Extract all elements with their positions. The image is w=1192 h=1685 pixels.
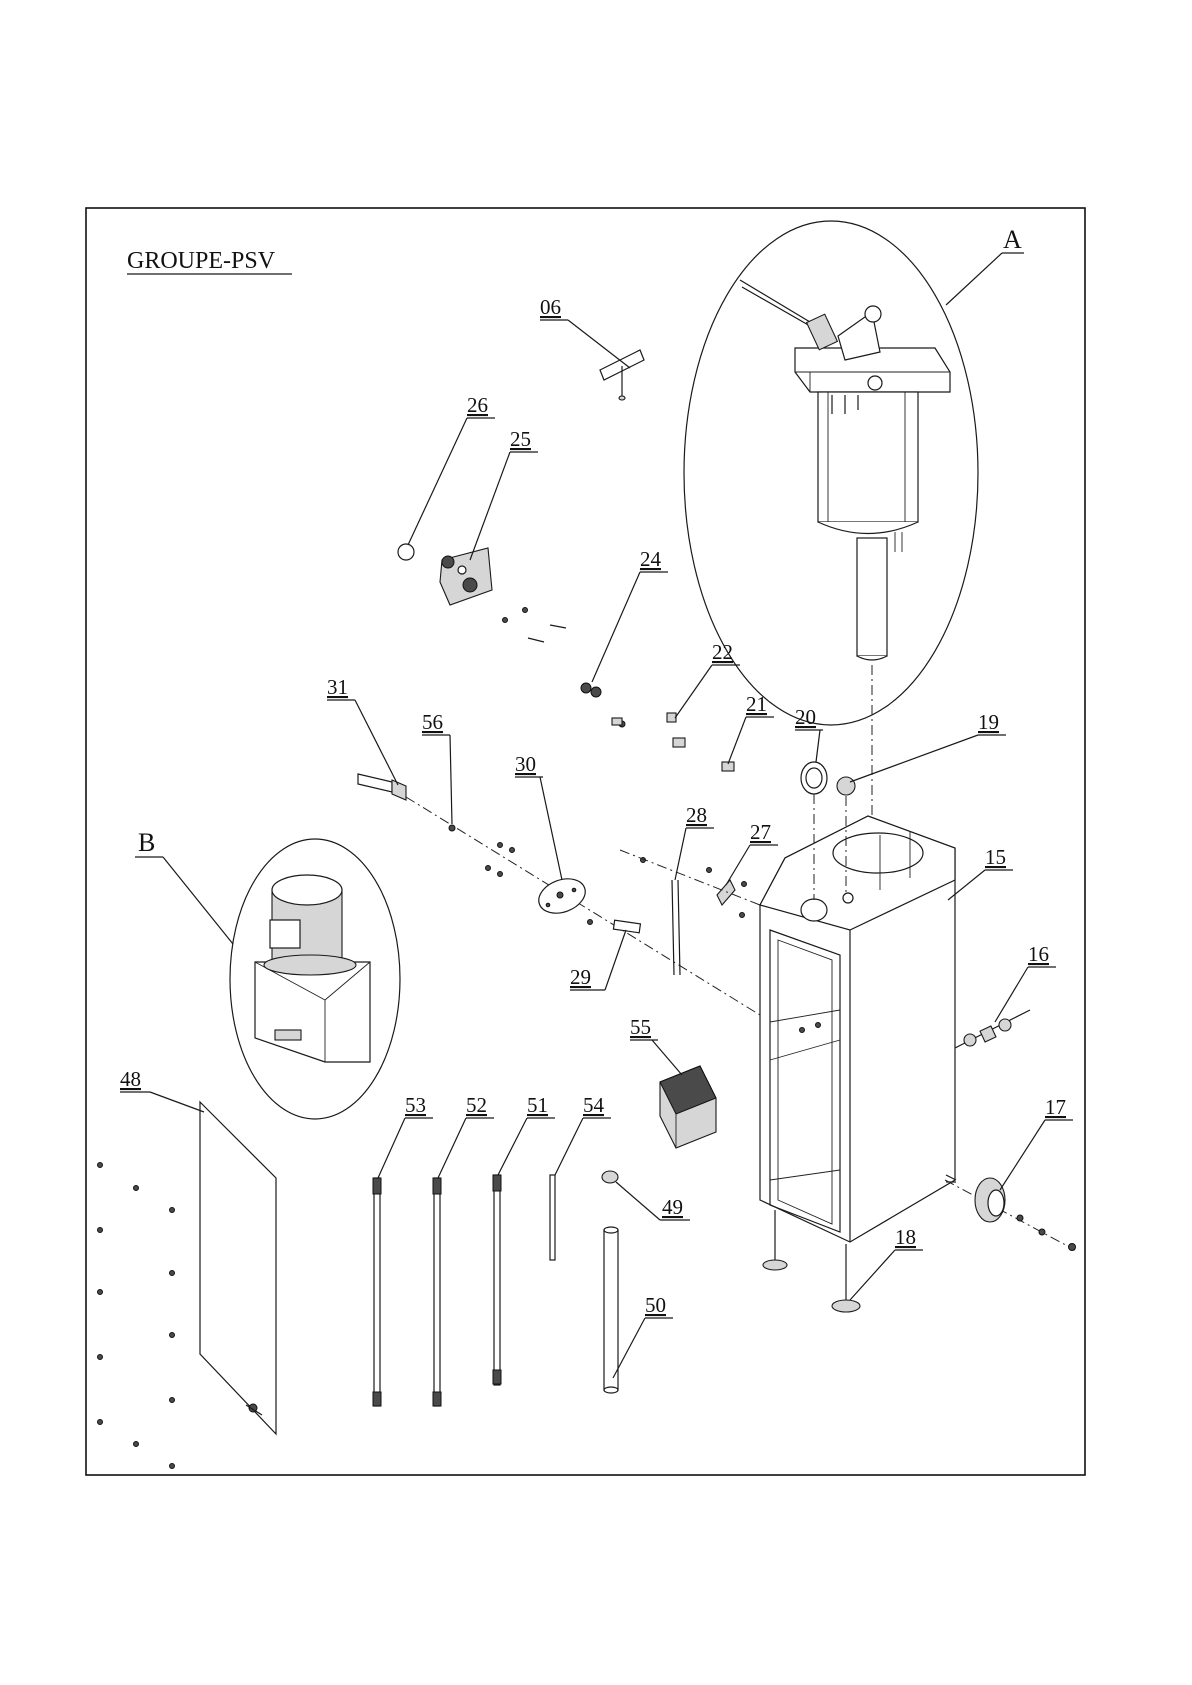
svg-text:50: 50 bbox=[645, 1293, 666, 1317]
fitting-16 bbox=[955, 1010, 1030, 1048]
callout-20: 20 bbox=[795, 705, 823, 762]
callout-53: 53 bbox=[378, 1093, 433, 1178]
panel-48 bbox=[98, 1102, 277, 1469]
wheel-17 bbox=[945, 1178, 1076, 1251]
svg-text:20: 20 bbox=[795, 705, 816, 729]
callout-30: 30 bbox=[515, 752, 562, 880]
detail-b-label: B bbox=[138, 828, 155, 857]
callout-49: 49 bbox=[616, 1182, 690, 1220]
tank-frame-15 bbox=[760, 816, 956, 1242]
svg-text:52: 52 bbox=[466, 1093, 487, 1117]
callout-52: 52 bbox=[438, 1093, 494, 1178]
t-handle-06 bbox=[600, 350, 644, 400]
callout-31: 31 bbox=[327, 675, 398, 785]
rod-28 bbox=[641, 858, 681, 976]
tie-rod-53 bbox=[373, 1178, 381, 1406]
svg-text:30: 30 bbox=[515, 752, 536, 776]
callout-56: 56 bbox=[422, 710, 452, 824]
callout-15: 15 bbox=[948, 845, 1013, 900]
tie-rod-52 bbox=[433, 1178, 441, 1406]
cap-49 bbox=[602, 1171, 618, 1183]
screws-set bbox=[486, 843, 515, 877]
svg-text:31: 31 bbox=[327, 675, 348, 699]
svg-text:55: 55 bbox=[630, 1015, 651, 1039]
svg-text:29: 29 bbox=[570, 965, 591, 989]
o-ring-26 bbox=[398, 544, 414, 560]
callout-48: 48 bbox=[120, 1067, 204, 1112]
svg-text:56: 56 bbox=[422, 710, 443, 734]
svg-text:28: 28 bbox=[686, 803, 707, 827]
callout-51: 51 bbox=[498, 1093, 555, 1175]
svg-text:21: 21 bbox=[746, 692, 767, 716]
callout-22: 22 bbox=[675, 640, 740, 718]
plug-19 bbox=[837, 777, 855, 795]
svg-text:54: 54 bbox=[583, 1093, 605, 1117]
callout-21: 21 bbox=[728, 692, 774, 764]
callout-18: 18 bbox=[850, 1225, 923, 1300]
svg-text:48: 48 bbox=[120, 1067, 141, 1091]
pin-56 bbox=[449, 825, 455, 831]
svg-text:17: 17 bbox=[1045, 1095, 1066, 1119]
rod-54 bbox=[550, 1175, 555, 1260]
callout-54: 54 bbox=[555, 1093, 611, 1175]
svg-text:51: 51 bbox=[527, 1093, 548, 1117]
svg-text:16: 16 bbox=[1028, 942, 1049, 966]
assembly-title: GROUPE-PSV bbox=[127, 248, 276, 274]
callout-26: 26 bbox=[408, 393, 495, 545]
svg-text:19: 19 bbox=[978, 710, 999, 734]
svg-text:53: 53 bbox=[405, 1093, 426, 1117]
svg-text:18: 18 bbox=[895, 1225, 916, 1249]
svg-text:24: 24 bbox=[640, 547, 662, 571]
callout-55: 55 bbox=[630, 1015, 682, 1075]
callout-29: 29 bbox=[570, 930, 626, 990]
svg-text:27: 27 bbox=[750, 820, 771, 844]
electrical-box-55 bbox=[660, 1066, 716, 1148]
svg-text:26: 26 bbox=[467, 393, 488, 417]
callout-19: 19 bbox=[850, 710, 1006, 782]
fitting-22 bbox=[667, 713, 685, 747]
callout-50: 50 bbox=[613, 1293, 673, 1378]
fitting-24 bbox=[581, 683, 625, 727]
seal-20 bbox=[801, 762, 827, 794]
svg-text:06: 06 bbox=[540, 295, 561, 319]
callout-24: 24 bbox=[592, 547, 668, 682]
tie-rod-51 bbox=[493, 1175, 501, 1385]
bracket-27 bbox=[707, 868, 747, 918]
svg-text:15: 15 bbox=[985, 845, 1006, 869]
callout-25: 25 bbox=[470, 427, 538, 560]
valve-block-25 bbox=[440, 548, 566, 642]
svg-text:25: 25 bbox=[510, 427, 531, 451]
callout-17: 17 bbox=[1000, 1095, 1073, 1190]
svg-text:49: 49 bbox=[662, 1195, 683, 1219]
callout-16: 16 bbox=[995, 942, 1056, 1022]
detail-a: A bbox=[684, 221, 1024, 725]
detail-b: B bbox=[135, 828, 400, 1119]
detail-a-label: A bbox=[1003, 225, 1022, 254]
callout-06: 06 bbox=[540, 295, 630, 368]
pin-29 bbox=[588, 920, 641, 933]
svg-text:22: 22 bbox=[712, 640, 733, 664]
tube-50 bbox=[604, 1227, 618, 1393]
callout-27: 27 bbox=[726, 820, 778, 885]
